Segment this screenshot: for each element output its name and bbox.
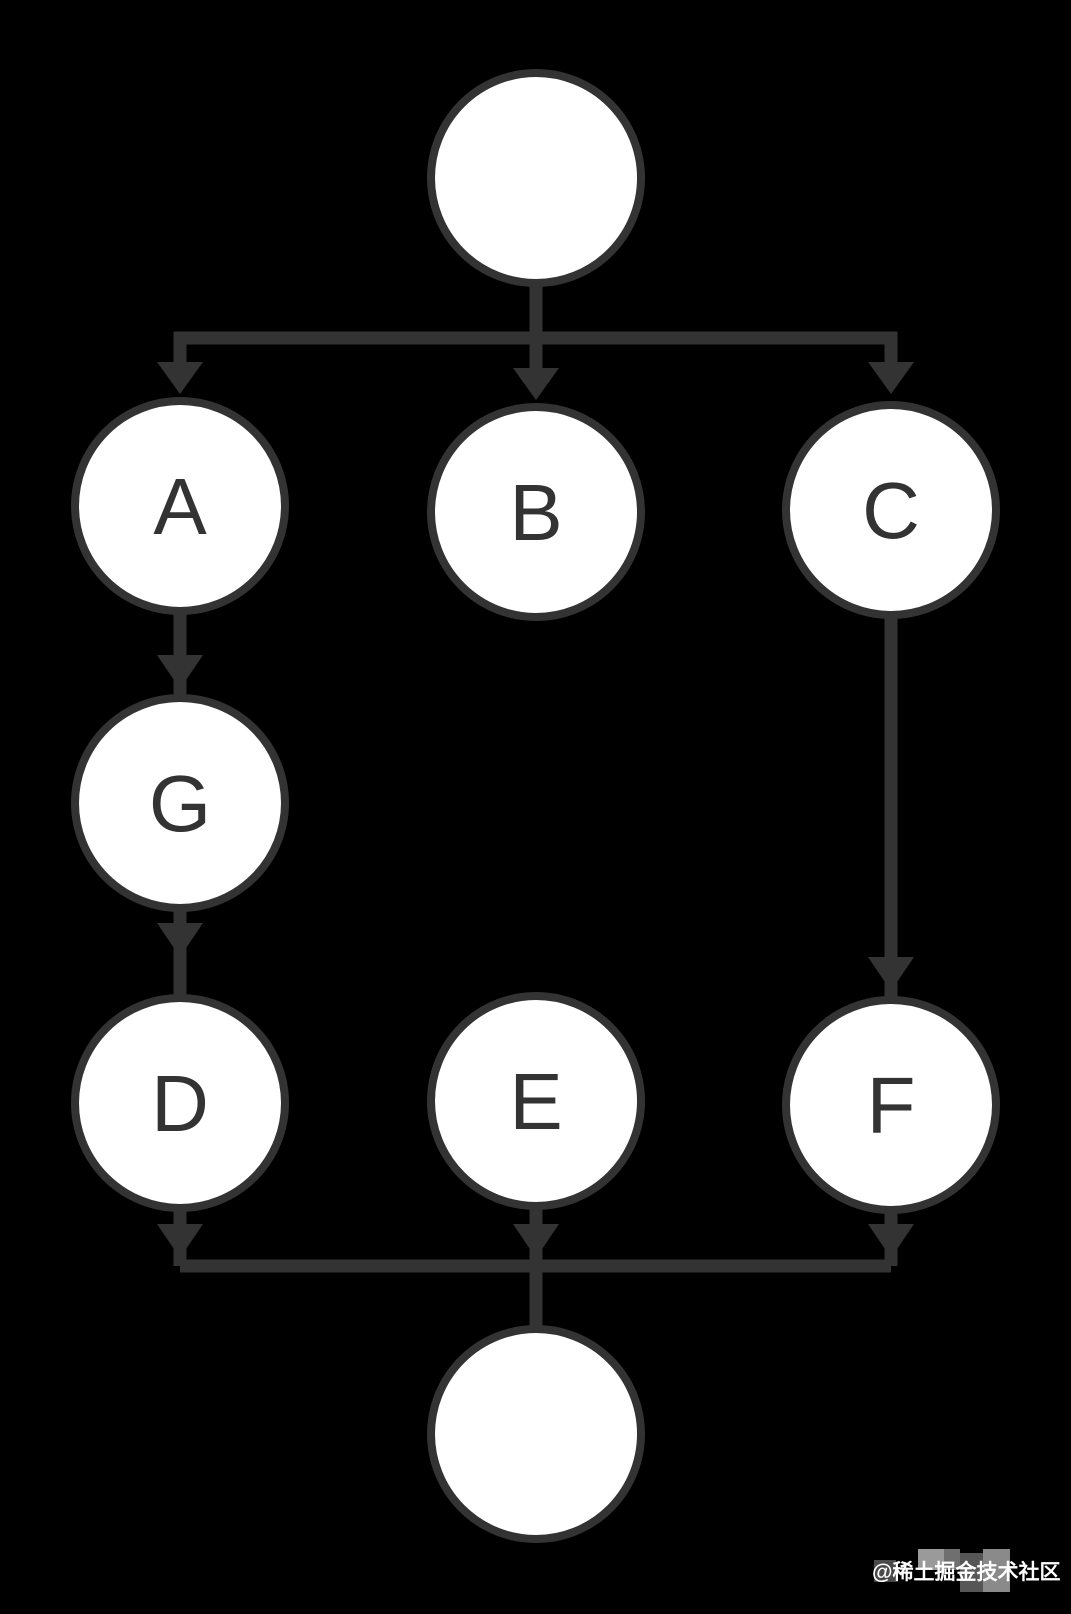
- arrowhead-e-join: [513, 1224, 559, 1258]
- node-d: D: [71, 994, 289, 1212]
- watermark-block: [874, 1560, 896, 1582]
- node-a: A: [71, 397, 289, 615]
- node-end: [427, 1325, 645, 1543]
- arrowhead-into-d: [157, 923, 203, 957]
- arrowhead-into-a: [157, 362, 203, 394]
- node-c-label: C: [862, 466, 920, 555]
- node-g-circle: [71, 694, 289, 912]
- node-e-circle: [427, 992, 645, 1210]
- node-b: B: [427, 403, 645, 621]
- watermark-block: [983, 1549, 1010, 1592]
- node-d-label: D: [151, 1059, 209, 1148]
- node-start-circle: [427, 69, 645, 287]
- node-d-circle: [71, 994, 289, 1212]
- node-g-label: G: [149, 759, 211, 848]
- watermark-block: [944, 1549, 960, 1570]
- node-e: E: [427, 992, 645, 1210]
- node-f-label: F: [867, 1061, 916, 1150]
- node-a-circle: [71, 397, 289, 615]
- node-f: F: [782, 996, 1000, 1214]
- node-start: [427, 69, 645, 287]
- watermark-text: @稀土掘金技术社区: [872, 1561, 1061, 1584]
- arrowhead-into-f: [868, 957, 914, 991]
- node-c-circle: [782, 401, 1000, 619]
- arrowhead-into-b: [513, 368, 559, 400]
- arrowhead-d-join: [157, 1224, 203, 1258]
- arrowhead-f-join: [868, 1224, 914, 1258]
- watermark-block: [918, 1549, 944, 1570]
- node-b-circle: [427, 403, 645, 621]
- watermark: @稀土掘金技术社区: [872, 1543, 1060, 1603]
- node-g: G: [71, 694, 289, 912]
- node-c: C: [782, 401, 1000, 619]
- node-e-label: E: [509, 1057, 562, 1146]
- arrowhead-into-c: [868, 362, 914, 394]
- node-a-label: A: [153, 462, 207, 551]
- node-b-label: B: [509, 468, 562, 557]
- arrowhead-into-g: [157, 655, 203, 689]
- watermark-block: [960, 1553, 983, 1592]
- node-end-circle: [427, 1325, 645, 1543]
- node-f-circle: [782, 996, 1000, 1214]
